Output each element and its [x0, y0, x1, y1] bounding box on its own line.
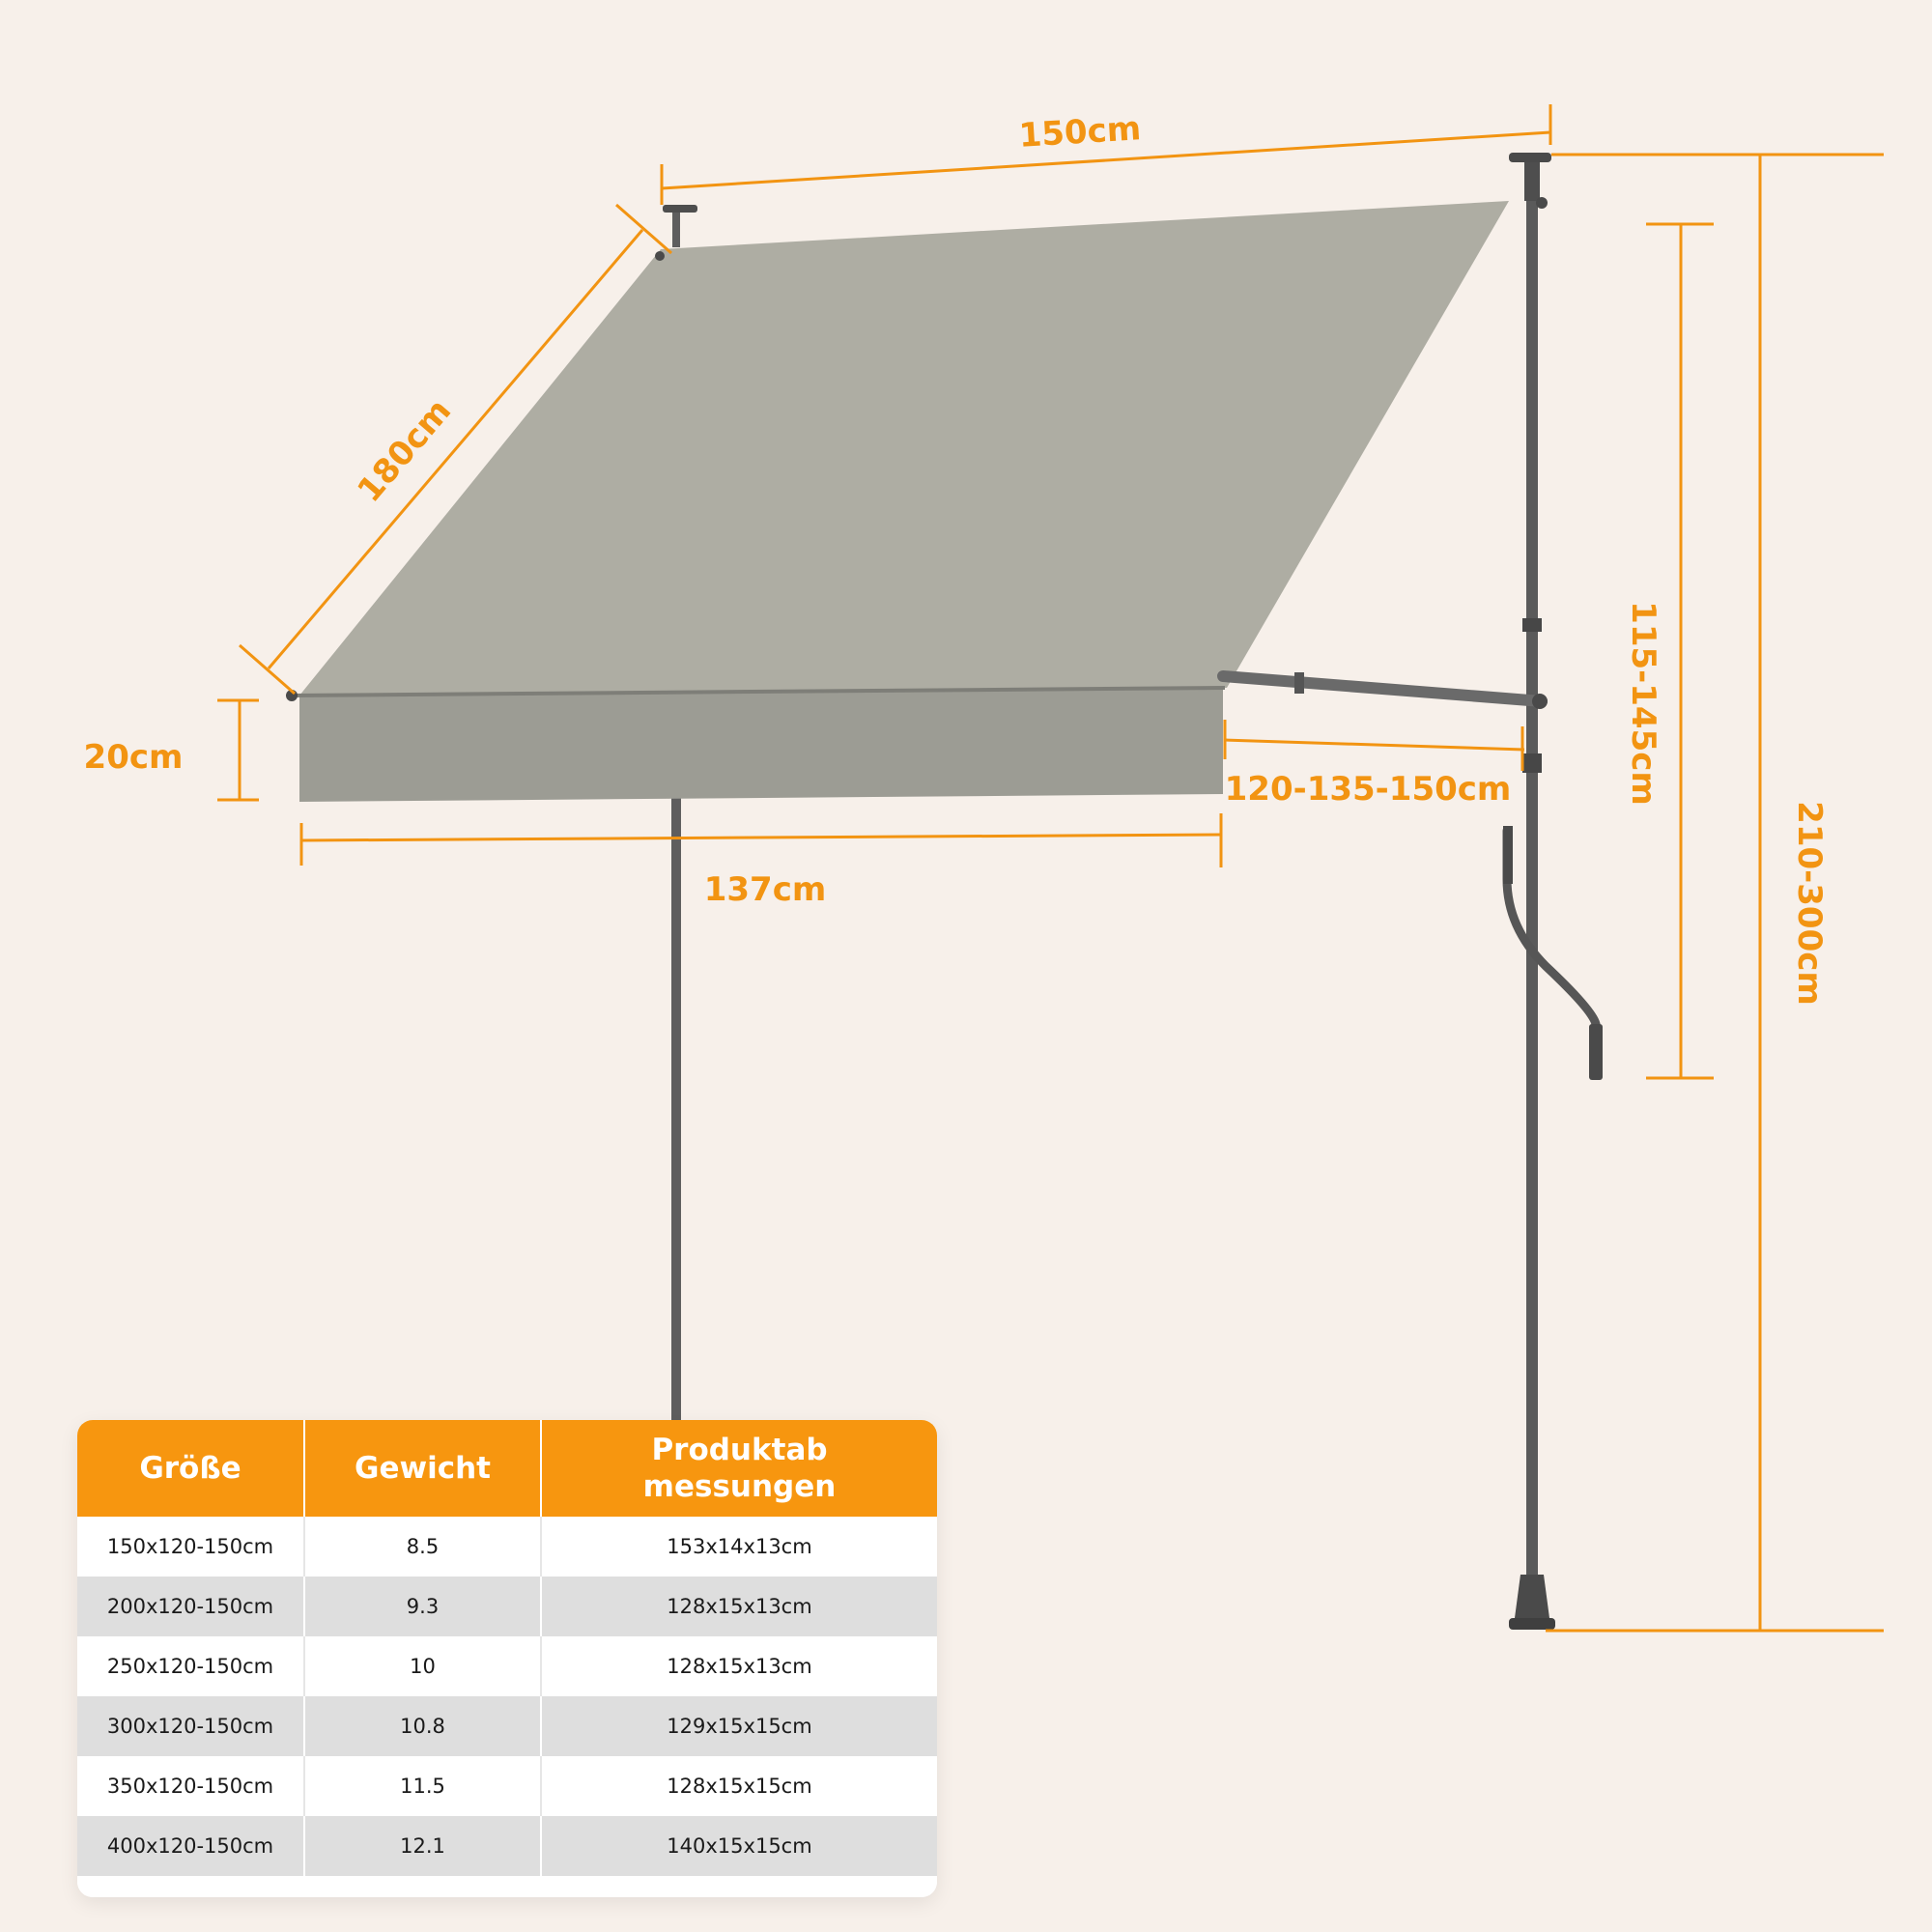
arm-pole-bracket	[1532, 694, 1548, 709]
dimension-lines	[217, 104, 1884, 1633]
right-pole-foot	[1515, 1575, 1549, 1618]
pole-joint-mid	[1522, 753, 1542, 773]
left-pole-top	[672, 211, 680, 247]
label-width-top: 150cm	[1018, 109, 1143, 156]
cell-dimensions: 153x14x13cm	[541, 1517, 937, 1577]
right-pole-base	[1509, 1618, 1555, 1630]
cell-weight: 11.5	[304, 1756, 542, 1816]
front-bar	[289, 686, 1226, 697]
table-row: 350x120-150cm 11.5 128x15x15cm	[77, 1756, 937, 1816]
arm-joint	[1294, 672, 1304, 694]
table-row: 200x120-150cm 9.3 128x15x13cm	[77, 1577, 937, 1636]
table-header-row: Größe Gewicht Produktab messungen	[77, 1420, 937, 1517]
label-valance: 20cm	[84, 738, 184, 777]
cell-weight: 12.1	[304, 1816, 542, 1876]
pole-joint-upper	[1522, 618, 1542, 632]
table-row: 400x120-150cm 12.1 140x15x15cm	[77, 1816, 937, 1876]
crank-knob	[1589, 1024, 1603, 1080]
cell-weight: 8.5	[304, 1517, 542, 1577]
rear-bar-end	[655, 251, 665, 261]
header-dimensions: Produktab messungen	[541, 1420, 937, 1517]
crank-grip	[1503, 826, 1513, 884]
spec-table: Größe Gewicht Produktab messungen 150x12…	[77, 1420, 937, 1897]
right-pole-bracket-knob	[1536, 197, 1548, 209]
left-pole	[671, 792, 681, 1420]
right-pole-top-neck	[1524, 162, 1540, 201]
table-row: 150x120-150cm 8.5 153x14x13cm	[77, 1517, 937, 1577]
right-pole	[1526, 164, 1538, 1623]
cell-size: 150x120-150cm	[77, 1517, 305, 1577]
support-arm	[1217, 670, 1548, 707]
label-mount-height: 115-145cm	[1624, 601, 1662, 806]
label-depth: 180cm	[350, 392, 459, 510]
right-pole-top-cap	[1509, 153, 1551, 162]
table-row: 300x120-150cm 10.8 129x15x15cm	[77, 1696, 937, 1756]
cell-dimensions: 128x15x13cm	[541, 1636, 937, 1696]
cell-dimensions: 140x15x15cm	[541, 1816, 937, 1876]
cell-dimensions: 128x15x15cm	[541, 1756, 937, 1816]
cell-size: 350x120-150cm	[77, 1756, 305, 1816]
cell-size: 300x120-150cm	[77, 1696, 305, 1756]
cell-dimensions: 128x15x13cm	[541, 1577, 937, 1636]
crank-handle	[1502, 826, 1601, 1077]
table-row: 250x120-150cm 10 128x15x13cm	[77, 1636, 937, 1696]
header-size: Größe	[77, 1420, 305, 1517]
label-arm-range: 120-135-150cm	[1225, 770, 1512, 809]
cell-weight: 10	[304, 1636, 542, 1696]
cell-weight: 10.8	[304, 1696, 542, 1756]
cell-size: 250x120-150cm	[77, 1636, 305, 1696]
cell-dimensions: 129x15x15cm	[541, 1696, 937, 1756]
cell-size: 200x120-150cm	[77, 1577, 305, 1636]
cell-size: 400x120-150cm	[77, 1816, 305, 1876]
header-weight: Gewicht	[304, 1420, 542, 1517]
awning-canopy	[299, 201, 1509, 696]
awning-valance	[299, 688, 1223, 802]
cell-weight: 9.3	[304, 1577, 542, 1636]
label-pole-height: 210-300cm	[1790, 801, 1829, 1006]
table-footer-spacer	[77, 1876, 937, 1897]
label-front-width: 137cm	[704, 870, 827, 909]
left-pole-top-cap	[663, 205, 697, 213]
